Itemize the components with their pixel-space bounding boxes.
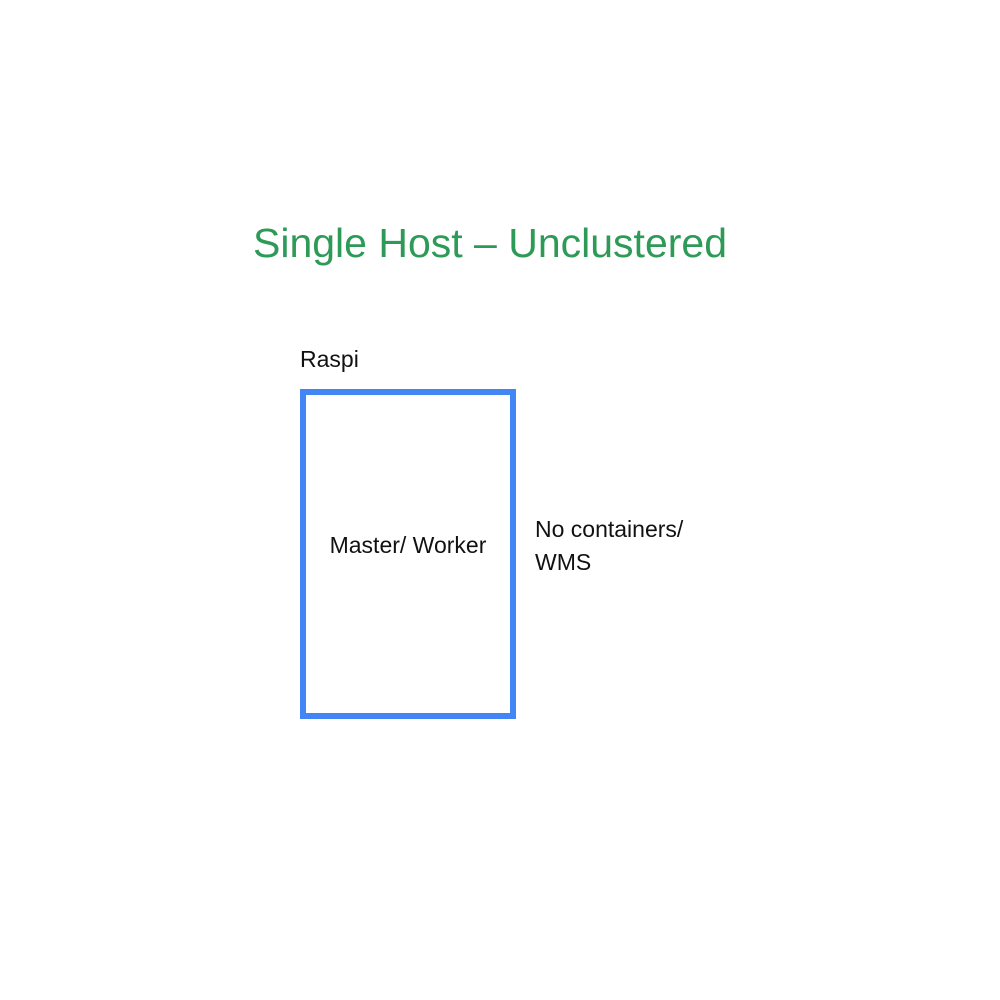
- host-note: No containers/ WMS: [535, 513, 755, 579]
- host-label: Raspi: [300, 346, 359, 372]
- host-note-line-2: WMS: [535, 549, 592, 575]
- host-box: Master/ Worker: [300, 389, 516, 719]
- diagram-title: Single Host – Unclustered: [252, 220, 728, 266]
- host-role-label: Master/ Worker: [329, 532, 487, 558]
- host-note-line-1: No containers/: [535, 516, 684, 542]
